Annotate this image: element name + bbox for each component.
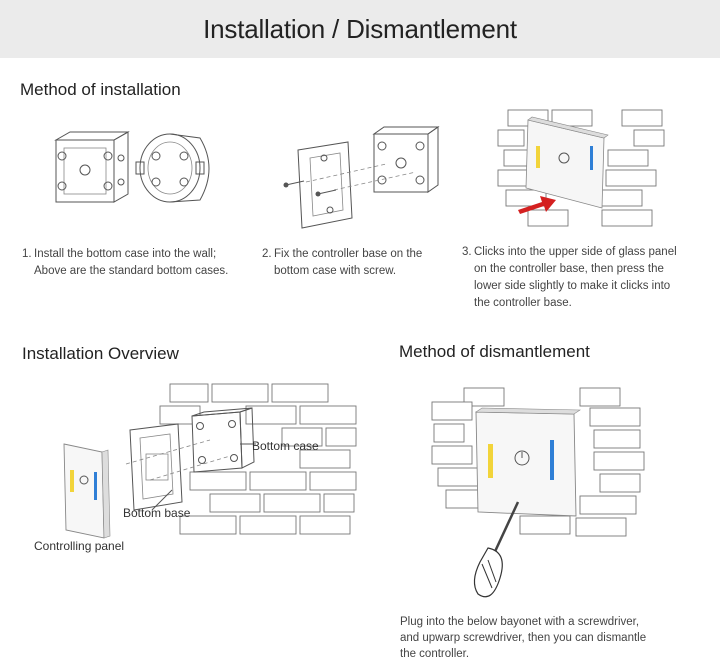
square-box-icon	[54, 131, 130, 203]
controller-base-plate	[297, 141, 353, 229]
step-3-caption: 3.Clicks into the upper side of glass pa…	[462, 246, 677, 309]
round-box-icon	[135, 133, 210, 203]
step-2-caption: 2.Fix the controller base on the bottom …	[262, 248, 423, 277]
header-bar: Installation / Dismantlement	[0, 0, 720, 58]
controller-panel	[475, 407, 581, 517]
step-1-caption: 1.Install the bottom case into the wall;…	[22, 248, 229, 277]
glass-panel	[525, 116, 609, 209]
fix-base-illustration	[283, 126, 440, 229]
bottom-base-plate	[129, 423, 183, 511]
installation-overview-illustration	[63, 383, 357, 539]
controlling-panel	[63, 443, 111, 539]
brick-wall	[431, 387, 645, 537]
arrow-icon	[518, 196, 556, 214]
bottom-cases-illustration	[54, 131, 210, 203]
bottom-base-label: Bottom base	[123, 506, 191, 520]
dismantlement-caption: Plug into the below bayonet with a screw…	[400, 616, 647, 660]
dismantlement-illustration	[431, 387, 645, 598]
screw-icon	[315, 189, 337, 197]
installation-heading: Method of installation	[20, 80, 181, 99]
screw-icon	[283, 180, 305, 188]
brick-wall	[497, 109, 665, 227]
bottom-case-label: Bottom case	[252, 439, 319, 453]
click-panel-illustration	[497, 109, 665, 227]
bottom-case-box	[191, 407, 255, 473]
page-title: Installation / Dismantlement	[203, 14, 517, 44]
overview-heading: Installation Overview	[22, 344, 179, 363]
screwdriver-icon	[473, 501, 520, 598]
dismantlement-heading: Method of dismantlement	[399, 342, 590, 361]
controlling-panel-label: Controlling panel	[34, 539, 125, 553]
bottom-case-box	[372, 126, 440, 193]
brick-wall	[159, 383, 357, 535]
